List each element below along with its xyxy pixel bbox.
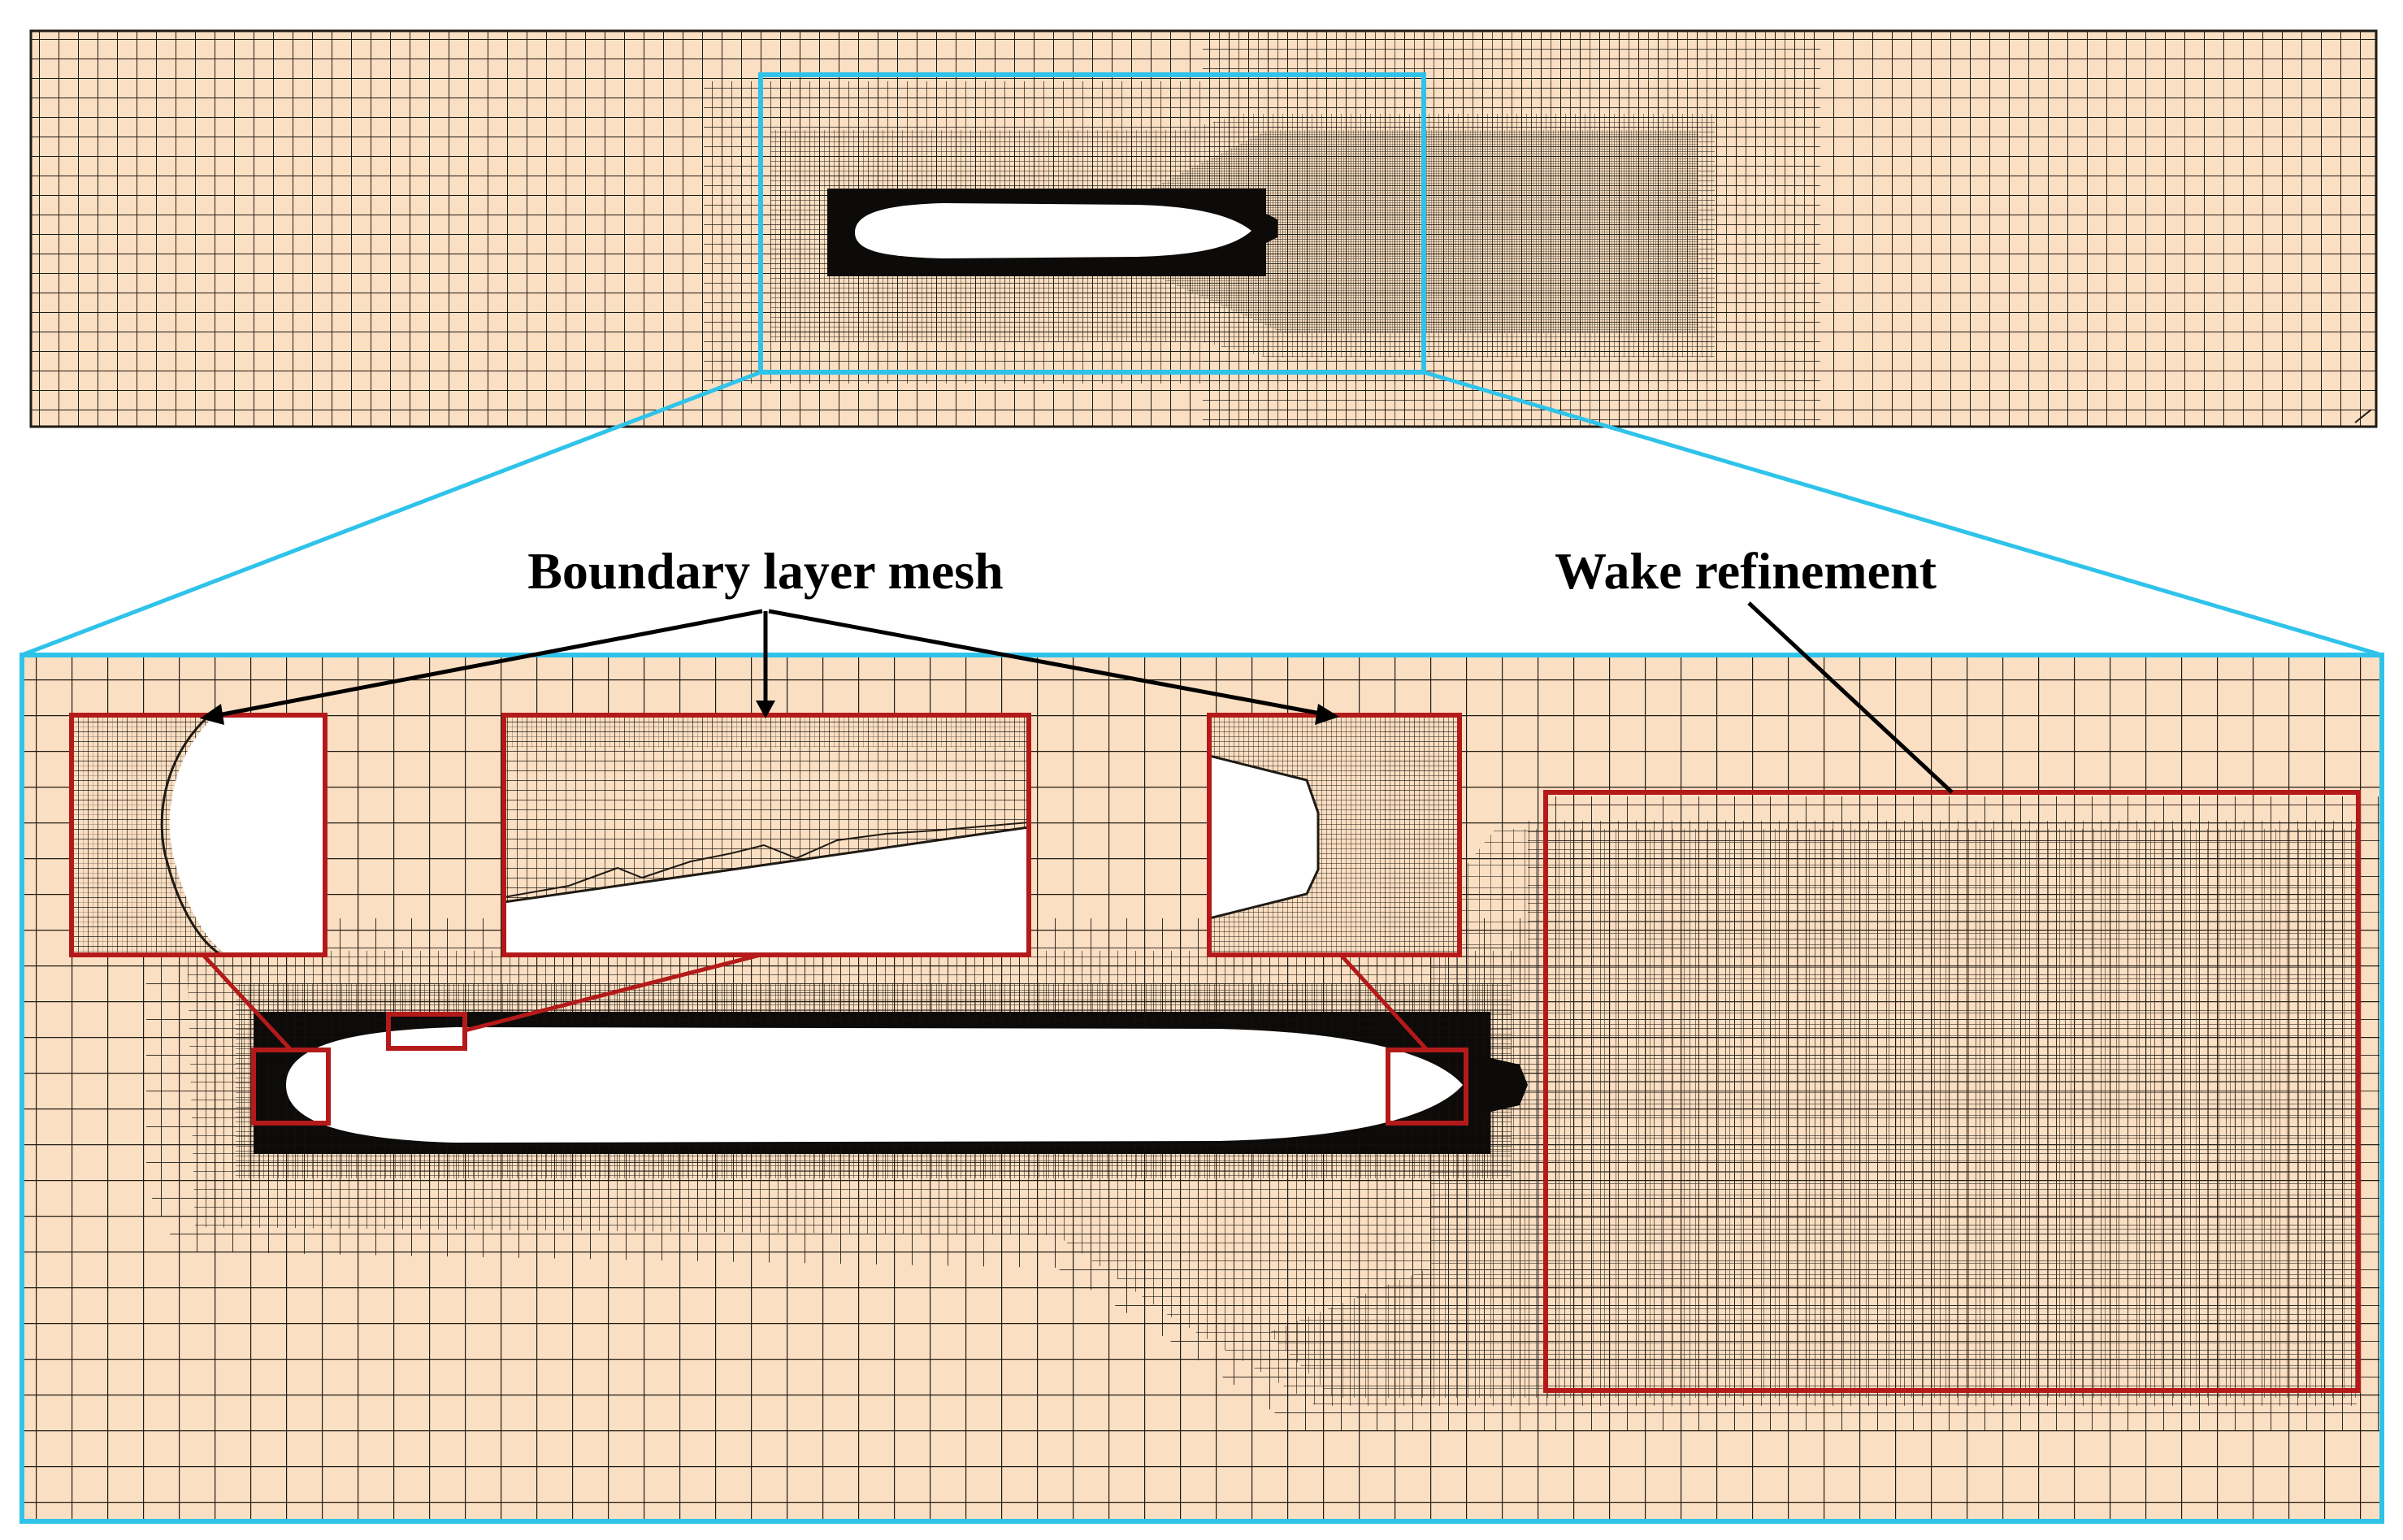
wake-refinement-leader (1747, 601, 1954, 794)
zoom-connector-right (1423, 370, 2383, 657)
boundary-layer-arrows (200, 609, 1339, 725)
tail-boundary-layer-detail (1207, 713, 1462, 957)
zoom-connector-left (21, 370, 761, 657)
overview-domain-mesh (31, 31, 2376, 427)
zoom-region-box (758, 72, 1426, 375)
nose-boundary-layer-detail (69, 713, 327, 957)
wake-refinement-label: Wake refinement (1555, 542, 1937, 600)
zoomed-near-body-mesh (22, 655, 2382, 1521)
boundary-layer-label: Boundary layer mesh (527, 542, 1004, 600)
mid-body-detail-marker (386, 1012, 467, 1051)
mid-body-boundary-layer-detail (501, 713, 1031, 957)
